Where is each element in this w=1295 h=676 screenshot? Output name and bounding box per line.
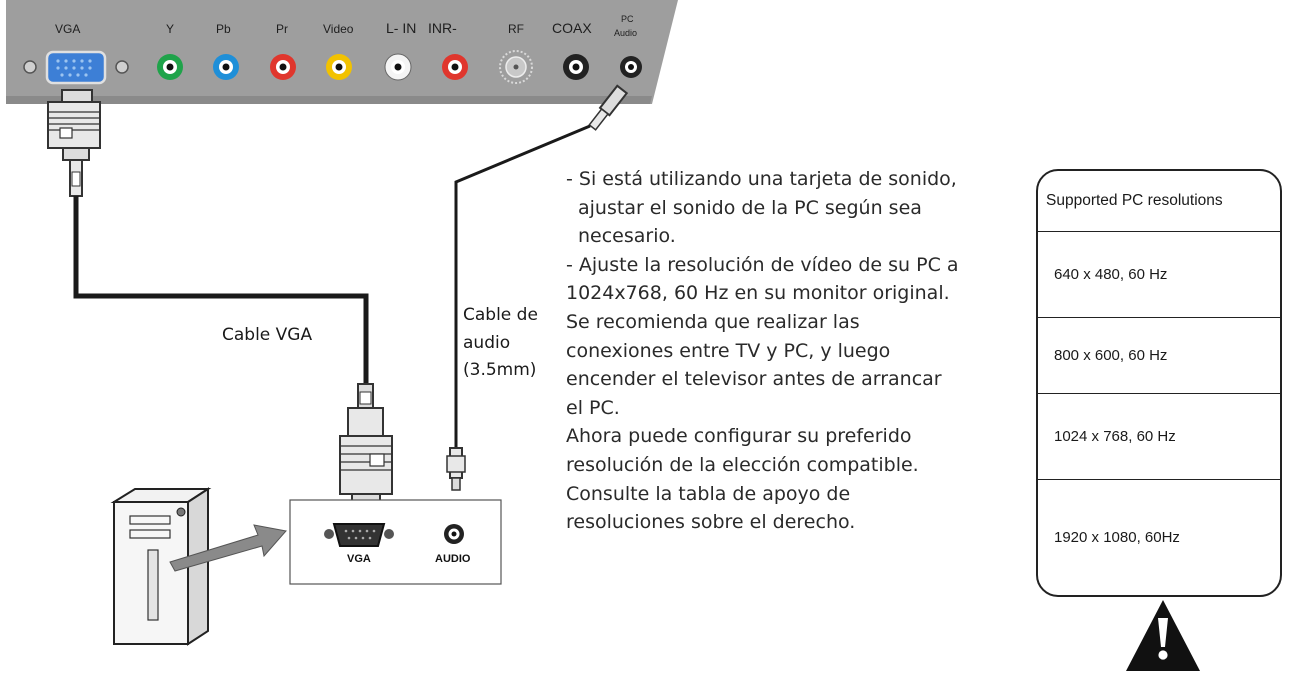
instruction-line: resolución de la elección compatible. xyxy=(566,453,919,476)
table-row: 800 x 600, 60 Hz xyxy=(1038,317,1280,393)
instruction-line: resoluciones sobre el derecho. xyxy=(566,511,856,534)
audio-cable-label-line-2: audio xyxy=(463,333,510,353)
vga-screw-right xyxy=(115,60,129,74)
rca-port-pr-icon xyxy=(270,54,296,80)
arrow-to-pc-ports-icon xyxy=(169,524,287,572)
port-label-pr: Pr xyxy=(276,22,288,36)
panel-port-labels: VGA Y Pb Pr Video L- IN INR- RF COAX PC … xyxy=(55,14,637,38)
instruction-line: Se recomienda que realizar las xyxy=(566,310,860,333)
instruction-line: - Si está utilizando una tarjeta de soni… xyxy=(566,168,957,190)
instructions-text: - Si está utilizando una tarjeta de soni… xyxy=(566,165,1036,537)
rca-port-r-in-icon xyxy=(442,54,468,80)
coax-port-icon xyxy=(563,54,589,80)
supported-resolutions-table: Supported PC resolutions 640 x 480, 60 H… xyxy=(1036,169,1282,597)
audio-cable xyxy=(446,84,629,491)
instruction-line: conexiones entre TV y PC, y luego xyxy=(566,339,891,362)
port-label-pc: PC xyxy=(621,14,634,24)
rca-port-video-icon xyxy=(326,54,352,80)
audio-cable-label-line-1: Cable de xyxy=(463,305,538,325)
port-label-audio: Audio xyxy=(614,28,637,38)
tv-back-panel xyxy=(6,0,678,104)
pc-vga-port-icon xyxy=(324,523,394,547)
instruction-line: Ahora puede configurar su preferido xyxy=(566,425,912,448)
port-label-vga: VGA xyxy=(55,22,80,36)
panel-ports xyxy=(23,50,642,85)
table-row: 1024 x 768, 60 Hz xyxy=(1038,393,1280,479)
audio-cable-label-line-3: (3.5mm) xyxy=(463,360,536,380)
table-header: Supported PC resolutions xyxy=(1046,192,1223,209)
warning-triangle-icon xyxy=(1126,600,1200,671)
instruction-line: encender el televisor antes de arrancar xyxy=(566,368,942,391)
instruction-line: ajustar el sonido de la PC según sea xyxy=(578,196,922,219)
vga-cable-label: Cable VGA xyxy=(222,325,312,345)
rca-port-y-icon xyxy=(157,54,183,80)
instruction-line: el PC. xyxy=(566,396,620,419)
table-row: 640 x 480, 60 Hz xyxy=(1038,231,1280,317)
port-label-l-in: L- IN xyxy=(386,20,416,36)
rca-port-pb-icon xyxy=(213,54,239,80)
rca-port-l-in-icon xyxy=(384,53,412,81)
vga-screw-left xyxy=(23,60,37,74)
pc-audio-jack-icon xyxy=(444,524,464,544)
vga-port-icon xyxy=(45,50,107,85)
port-label-inr: INR- xyxy=(428,20,457,36)
port-label-pb: Pb xyxy=(216,22,231,36)
table-row: 1920 x 1080, 60Hz xyxy=(1038,479,1280,595)
port-label-y: Y xyxy=(166,22,174,36)
instruction-line: necesario. xyxy=(578,225,676,248)
instruction-line: 1024x768, 60 Hz en su monitor original. xyxy=(566,282,950,305)
instruction-line: - Ajuste la resolución de vídeo de su PC… xyxy=(566,253,959,276)
audio-cable-label: Cable de audio (3.5mm) xyxy=(463,305,538,380)
port-label-video: Video xyxy=(323,22,354,36)
instruction-line: Consulte la tabla de apoyo de xyxy=(566,482,851,505)
pc-audio-label: AUDIO xyxy=(435,553,471,565)
pc-vga-label: VGA xyxy=(347,553,371,565)
rf-port-icon xyxy=(499,50,533,84)
pc-connector-box: VGA AUDIO xyxy=(289,499,502,585)
port-label-coax: COAX xyxy=(552,20,592,36)
pc-audio-port-icon xyxy=(620,56,642,78)
port-label-rf: RF xyxy=(508,22,524,36)
vga-cable xyxy=(47,89,393,505)
pc-tower-icon xyxy=(110,487,212,646)
